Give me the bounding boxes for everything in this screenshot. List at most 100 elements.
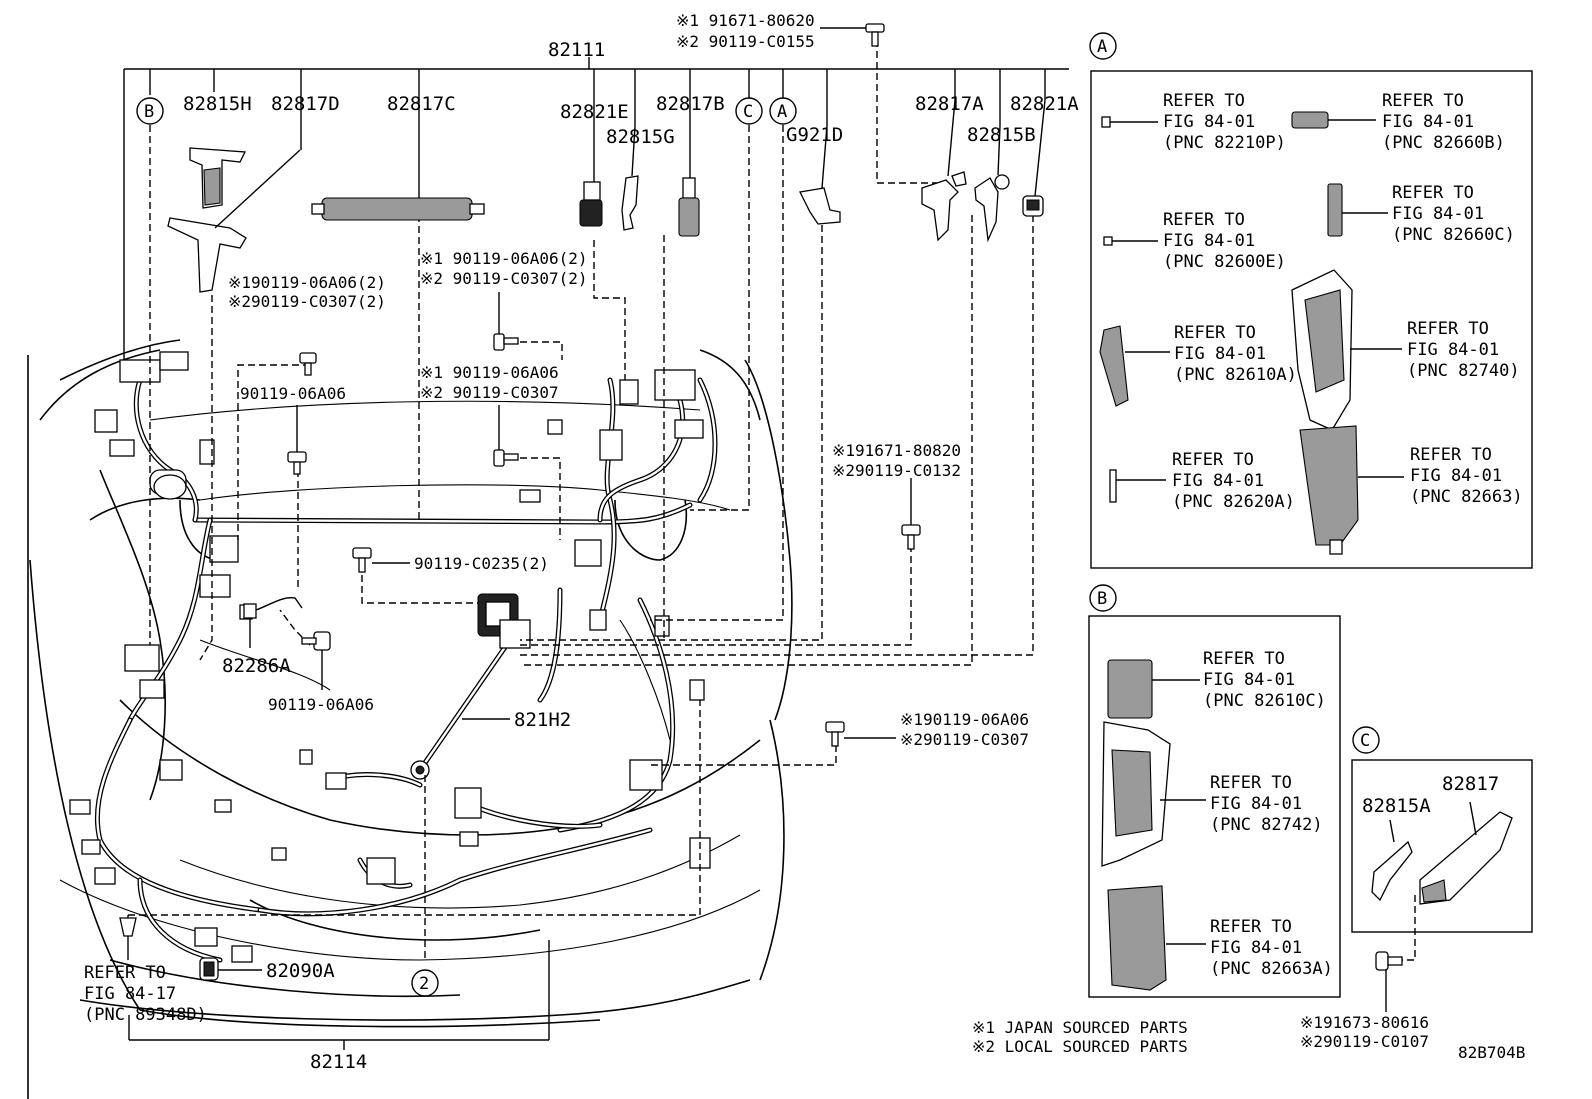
label-82815B: 82815B <box>967 124 1036 146</box>
ref-b2-fig: FIG 84-01 <box>1210 794 1302 814</box>
ref-a1-head: REFER TO <box>1163 91 1245 111</box>
ref-a4-head: REFER TO <box>1392 183 1474 203</box>
ref-a2-fig: FIG 84-01 <box>1382 112 1474 132</box>
part-82821E-icon <box>579 100 603 227</box>
legend: ※1 JAPAN SOURCED PARTS ※2 LOCAL SOURCED … <box>972 1018 1525 1062</box>
part-number-labels: 82111 82815H 82817D 82817C 82821E 82815G… <box>183 39 1499 1073</box>
label-82821E: 82821E <box>560 101 629 123</box>
callouts <box>136 32 1380 997</box>
ref-b2-head: REFER TO <box>1210 773 1292 793</box>
ref-a3-head: REFER TO <box>1163 210 1245 230</box>
label-82815H: 82815H <box>183 93 252 115</box>
ref-a5-fig: FIG 84-01 <box>1174 344 1266 364</box>
ref-a8-head: REFER TO <box>1410 445 1492 465</box>
label-82817C: 82817C <box>387 93 456 115</box>
ref-a5-head: REFER TO <box>1174 323 1256 343</box>
ref-a3-pnc: (PNC 82600E) <box>1163 252 1286 272</box>
ref-a3-fig: FIG 84-01 <box>1163 231 1255 251</box>
ref-b2-pnc: (PNC 82742) <box>1210 815 1323 835</box>
label-fastener-c-b: ※290119-C0107 <box>1300 1032 1429 1051</box>
label-fastener-c0235: 90119-C0235(2) <box>414 554 549 573</box>
callout-b-main: B <box>144 102 154 122</box>
label-82111: 82111 <box>548 39 605 61</box>
callout-b-panel: B <box>1097 589 1107 609</box>
label-fastener-r1-b: ※290119-C0132 <box>832 461 961 480</box>
ref-main-fig: FIG 84-17 <box>84 984 176 1004</box>
detail-panel-b <box>1088 615 1341 998</box>
callout-c-panel: C <box>1360 731 1370 751</box>
ref-a2-pnc: (PNC 82660B) <box>1382 133 1505 153</box>
label-82815A: 82815A <box>1362 795 1431 817</box>
ref-main-head: REFER TO <box>84 963 166 983</box>
label-fastener-m2-a: ※1 90119-06A06 <box>420 363 559 382</box>
label-82286A: 82286A <box>222 655 291 677</box>
bolt-l1-icon <box>299 352 317 376</box>
dashed-leaders <box>127 40 1416 1012</box>
ref-a8-pnc: (PNC 82663) <box>1410 487 1523 507</box>
part-82817B-icon <box>678 100 700 237</box>
label-fastener-c-a: ※191673-80616 <box>1300 1013 1429 1032</box>
bolt-plain1-icon <box>287 405 307 475</box>
ref-a8-fig: FIG 84-01 <box>1410 466 1502 486</box>
label-fastener-r2-b: ※290119-C0307 <box>900 730 1029 749</box>
ref-a1-pnc: (PNC 82210P) <box>1163 133 1286 153</box>
bolt-c-icon <box>1375 951 1403 971</box>
ref-a1-fig: FIG 84-01 <box>1163 112 1255 132</box>
callout-2: 2 <box>419 974 429 994</box>
part-82817D-icon <box>167 92 302 293</box>
ref-a4-fig: FIG 84-01 <box>1392 204 1484 224</box>
ref-b3-head: REFER TO <box>1210 917 1292 937</box>
ref-b1-fig: FIG 84-01 <box>1203 670 1295 690</box>
label-82817D: 82817D <box>271 93 340 115</box>
diagram-id: 82B704B <box>1458 1043 1525 1062</box>
legend-note-1: ※1 JAPAN SOURCED PARTS <box>972 1018 1188 1037</box>
clip-82286A-icon <box>243 597 303 648</box>
bolt-icons <box>119 23 1403 981</box>
ref-a4-pnc: (PNC 82660C) <box>1392 225 1515 245</box>
label-82817A: 82817A <box>915 93 984 115</box>
bolt-c0235-icon <box>352 547 410 573</box>
label-fastener-m1-b: ※2 90119-C0307(2) <box>420 269 588 288</box>
bolt-top-icon <box>820 23 885 47</box>
label-fastener-top-a: ※1 91671-80620 <box>676 11 815 30</box>
label-82815G: 82815G <box>606 126 675 148</box>
ref-a6-pnc: (PNC 82740) <box>1407 361 1520 381</box>
engine-harness <box>69 351 718 963</box>
connector-82090A-icon <box>199 957 262 981</box>
detail-panel-c <box>1351 759 1533 933</box>
ref-b1-pnc: (PNC 82610C) <box>1203 691 1326 711</box>
bolt-m1-icon <box>493 292 519 351</box>
panel-b-icons <box>1101 659 1206 991</box>
label-fastener-top-b: ※2 90119-C0155 <box>676 32 815 51</box>
ref-b3-pnc: (PNC 82663A) <box>1210 959 1333 979</box>
part-82815H-icon <box>189 147 247 209</box>
fastener-labels: ※1 91671-80620 ※2 90119-C0155 ※190119-06… <box>228 11 1429 1051</box>
label-fastener-l1-a: ※190119-06A06(2) <box>228 273 386 292</box>
callout-a-panel: A <box>1097 37 1107 57</box>
label-fastener-m2-b: ※2 90119-C0307 <box>420 383 559 402</box>
callout-a-main: A <box>777 102 787 122</box>
ref-b1-head: REFER TO <box>1203 649 1285 669</box>
panel-a-icons <box>1099 111 1404 555</box>
vehicle-front-outline <box>27 339 793 1099</box>
ref-a2-head: REFER TO <box>1382 91 1464 111</box>
label-82821A: 82821A <box>1010 93 1079 115</box>
label-fastener-plain2: 90119-06A06 <box>268 695 374 714</box>
ref-b3-fig: FIG 84-01 <box>1210 938 1302 958</box>
bolt-r1-icon <box>901 478 921 550</box>
bolt-plain2-icon <box>301 631 331 690</box>
detail-panel-a <box>1090 70 1533 569</box>
label-821H2: 821H2 <box>514 709 571 731</box>
refer-labels: REFER TO FIG 84-01 (PNC 82210P) REFER TO… <box>84 91 1523 1025</box>
label-82817B: 82817B <box>656 93 725 115</box>
part-82817C-icon <box>311 92 485 221</box>
ref-a6-head: REFER TO <box>1407 319 1489 339</box>
label-fastener-l1-b: ※290119-C0307(2) <box>228 292 386 311</box>
ref-a7-pnc: (PNC 82620A) <box>1172 492 1295 512</box>
label-fastener-r2-a: ※190119-06A06 <box>900 710 1029 729</box>
label-fastener-m1-a: ※1 90119-06A06(2) <box>420 249 588 268</box>
part-G921D-icon <box>799 125 841 225</box>
ref-a5-pnc: (PNC 82610A) <box>1174 365 1297 385</box>
ref-main-pnc: (PNC 89348D) <box>84 1005 207 1025</box>
